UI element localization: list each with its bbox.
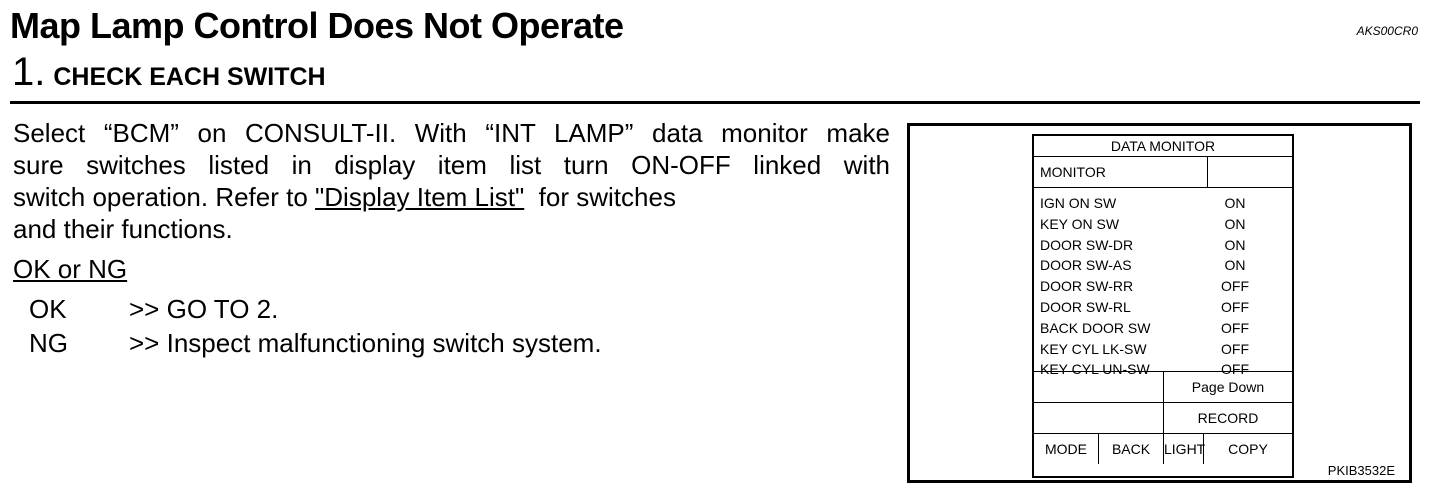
page-title: Map Lamp Control Does Not Operate xyxy=(10,5,624,46)
instructions-paragraph: Select “BCM” on CONSULT-II. With “INT LA… xyxy=(13,117,890,245)
result-ok-code: OK xyxy=(29,294,67,324)
monitor-item: KEY ON SW ON xyxy=(1034,214,1292,235)
record-row: RECORD xyxy=(1034,403,1292,434)
data-monitor-screen: DATA MONITOR MONITOR IGN ON SW ON KEY ON … xyxy=(1032,134,1294,478)
back-button[interactable]: BACK xyxy=(1099,434,1164,464)
page-down-button[interactable]: Page Down xyxy=(1191,379,1265,395)
result-ng-code: NG xyxy=(29,328,68,358)
instruction-line-3: switch operation. Refer to "Display Item… xyxy=(13,181,890,213)
page-down-row: Page Down xyxy=(1034,372,1292,403)
monitor-item-value: OFF xyxy=(1221,298,1249,315)
copy-button[interactable]: COPY xyxy=(1228,441,1268,457)
instruction-line-1: Select “BCM” on CONSULT-II. With “INT LA… xyxy=(13,118,890,148)
ok-ng-heading: OK or NG xyxy=(13,254,128,284)
heading-divider xyxy=(10,101,1420,104)
result-ng-action: >> Inspect malfunctioning switch system. xyxy=(129,328,602,358)
display-item-list-link[interactable]: "Display Item List" xyxy=(315,182,525,212)
monitor-label: MONITOR xyxy=(1040,164,1106,180)
monitor-item-name: DOOR SW-RR xyxy=(1040,278,1134,295)
monitor-item-value: OFF xyxy=(1221,361,1249,378)
monitor-item: DOOR SW-DR ON xyxy=(1034,235,1292,256)
monitor-item-name: IGN ON SW xyxy=(1040,195,1117,211)
monitor-item-name: KEY ON SW xyxy=(1040,215,1120,232)
mode-button[interactable]: MODE xyxy=(1034,434,1099,464)
document-id: AKS00CR0 xyxy=(1356,24,1418,38)
monitor-item-value: ON xyxy=(1224,215,1246,232)
monitor-item-name: DOOR SW-RL xyxy=(1040,298,1131,315)
monitor-item: BACK DOOR SW OFF xyxy=(1034,318,1292,339)
monitor-item: KEY CYL UN-SW OFF xyxy=(1034,359,1292,380)
monitor-item-value: ON xyxy=(1224,195,1246,211)
monitor-item-value: OFF xyxy=(1221,340,1249,357)
record-button[interactable]: RECORD xyxy=(1197,410,1259,426)
monitor-row: MONITOR xyxy=(1034,157,1292,188)
monitor-item: KEY CYL LK-SW OFF xyxy=(1034,339,1292,360)
instruction-line-3-end: for switches xyxy=(524,182,676,212)
instruction-line-3-start: switch operation. Refer to xyxy=(13,182,316,212)
monitor-item: DOOR SW-RL OFF xyxy=(1034,297,1292,318)
monitor-item-value: ON xyxy=(1224,257,1246,274)
monitor-item-value: OFF xyxy=(1221,278,1249,295)
monitor-item-list: IGN ON SW ON KEY ON SW ON DOOR SW-DR ON DOO… xyxy=(1034,188,1292,377)
monitor-item-value: OFF xyxy=(1221,319,1249,336)
empty-cell xyxy=(1034,403,1164,433)
step-title: CHECK EACH SWITCH xyxy=(53,63,326,91)
instruction-line-2: sure switches listed in display item lis… xyxy=(13,150,890,180)
instruction-line-4: and their functions. xyxy=(13,214,233,244)
monitor-value-box xyxy=(1207,157,1292,187)
step-number: 1. xyxy=(12,50,46,94)
monitor-item-name: BACK DOOR SW xyxy=(1040,319,1151,336)
screen-title: DATA MONITOR xyxy=(1034,136,1292,157)
monitor-item-name: DOOR SW-DR xyxy=(1040,236,1134,253)
monitor-item-name: KEY CYL LK-SW xyxy=(1040,340,1147,357)
light-button[interactable]: LIGHT xyxy=(1164,434,1205,464)
result-ok-action: >> GO TO 2. xyxy=(129,294,279,324)
result-ok-row: OK >> GO TO 2. xyxy=(29,294,278,325)
monitor-item: IGN ON SW ON xyxy=(1034,193,1292,214)
empty-cell xyxy=(1034,372,1164,402)
bottom-button-row: MODE BACK LIGHT COPY xyxy=(1034,434,1292,464)
result-ng-row: NG >> Inspect malfunctioning switch syste… xyxy=(29,328,602,359)
monitor-item: DOOR SW-RR OFF xyxy=(1034,276,1292,297)
monitor-item-name: DOOR SW-AS xyxy=(1040,257,1132,274)
step-heading: 1.CHECK EACH SWITCH xyxy=(12,46,326,107)
consult-screen-figure: DATA MONITOR MONITOR IGN ON SW ON KEY ON … xyxy=(907,123,1412,483)
monitor-item: DOOR SW-AS ON xyxy=(1034,255,1292,276)
figure-reference: PKIB3532E xyxy=(1327,463,1395,478)
monitor-item-value: ON xyxy=(1224,236,1246,253)
monitor-item-name: KEY CYL UN-SW xyxy=(1040,361,1150,378)
